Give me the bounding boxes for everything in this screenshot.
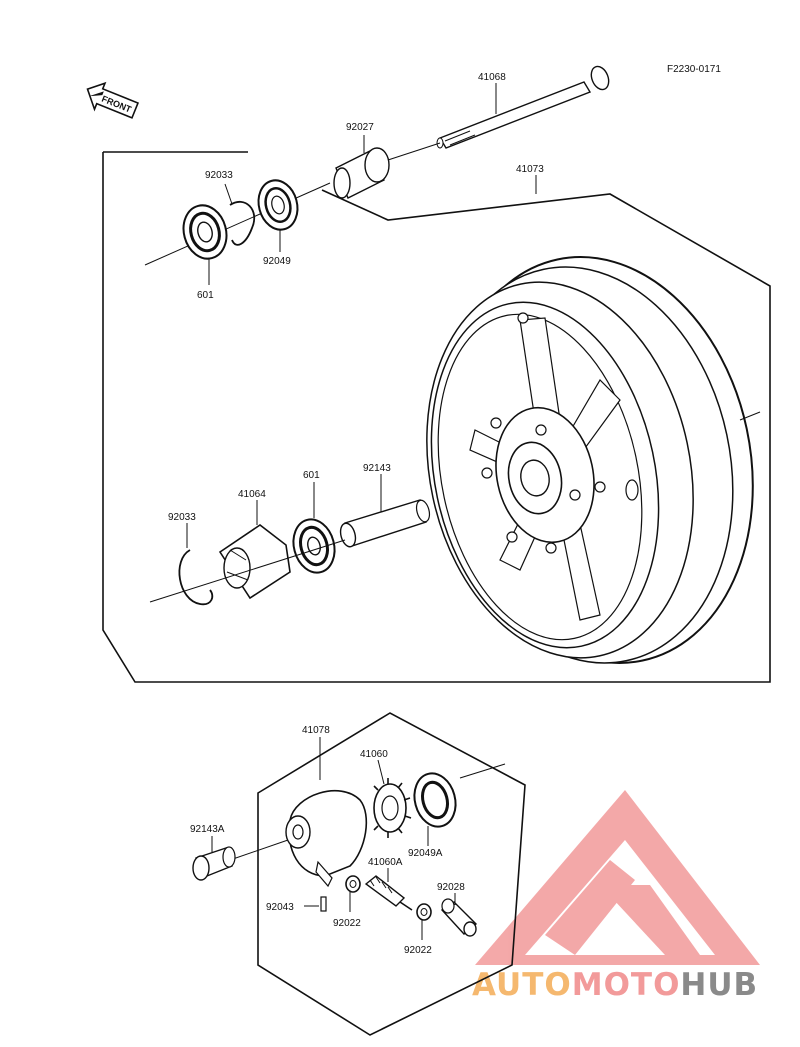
circlip-mid <box>178 549 214 606</box>
label-washer-a: 92022 <box>333 918 361 929</box>
label-bearing-top: 601 <box>197 290 214 301</box>
bearing-top <box>182 204 228 260</box>
oil-seal-top <box>257 179 299 231</box>
axle <box>436 65 610 149</box>
leader-drive-gear <box>377 759 385 785</box>
axis-line-meter <box>459 763 506 779</box>
drive-gear <box>373 778 412 838</box>
label-gear-housing: 41078 <box>302 725 330 736</box>
watermark-hub: HUB <box>680 967 758 1003</box>
axis-line-3 <box>149 539 346 603</box>
watermark-moto: MOTO <box>572 967 681 1003</box>
pinion <box>364 875 413 911</box>
collar <box>333 147 390 199</box>
meter-gear-box <box>257 712 526 1036</box>
bushing <box>192 846 236 881</box>
leader-circlip-top <box>224 183 233 205</box>
label-wheel: 41073 <box>516 164 544 175</box>
label-circlip-mid: 92033 <box>168 512 196 523</box>
watermark-text: AUTOMOTOHUB <box>472 967 758 1003</box>
label-coupling: 41064 <box>238 489 266 500</box>
watermark-logo <box>475 790 760 965</box>
label-pin: 92043 <box>266 902 294 913</box>
coupling <box>218 524 291 600</box>
spacer <box>339 499 431 548</box>
front-arrow: FRONT <box>86 81 140 119</box>
washer-b <box>416 903 432 921</box>
meter-bushing <box>440 898 478 937</box>
label-oil-seal-top: 92049 <box>263 256 291 267</box>
label-meter-bushing: 92028 <box>437 882 465 893</box>
label-bearing-mid: 601 <box>303 470 320 481</box>
axis-line-bushing <box>229 839 289 861</box>
pin <box>320 896 327 912</box>
wheel-assembly-box <box>102 152 771 683</box>
label-washer-b: 92022 <box>404 945 432 956</box>
axis-line-2 <box>144 182 331 266</box>
bearing-mid <box>292 518 336 574</box>
label-oil-seal-meter: 92049A <box>408 848 443 859</box>
label-bushing: 92143A <box>190 824 225 835</box>
label-pinion: 41060A <box>368 857 403 868</box>
label-spacer: 92143 <box>363 463 391 474</box>
watermark-auto: AUTO <box>472 967 572 1003</box>
wheel <box>426 256 754 664</box>
label-drive-gear: 41060 <box>360 749 388 760</box>
label-collar: 92027 <box>346 122 374 133</box>
axis-line-1 <box>387 142 441 161</box>
washer-a <box>345 875 361 893</box>
label-axle: 41068 <box>478 72 506 83</box>
label-circlip-top: 92033 <box>205 170 233 181</box>
gear-housing <box>285 790 368 888</box>
circlip-top <box>229 200 255 246</box>
figure-code: F2230-0171 <box>667 64 721 75</box>
oil-seal-meter <box>413 772 457 828</box>
axis-line-wheel <box>739 411 761 421</box>
